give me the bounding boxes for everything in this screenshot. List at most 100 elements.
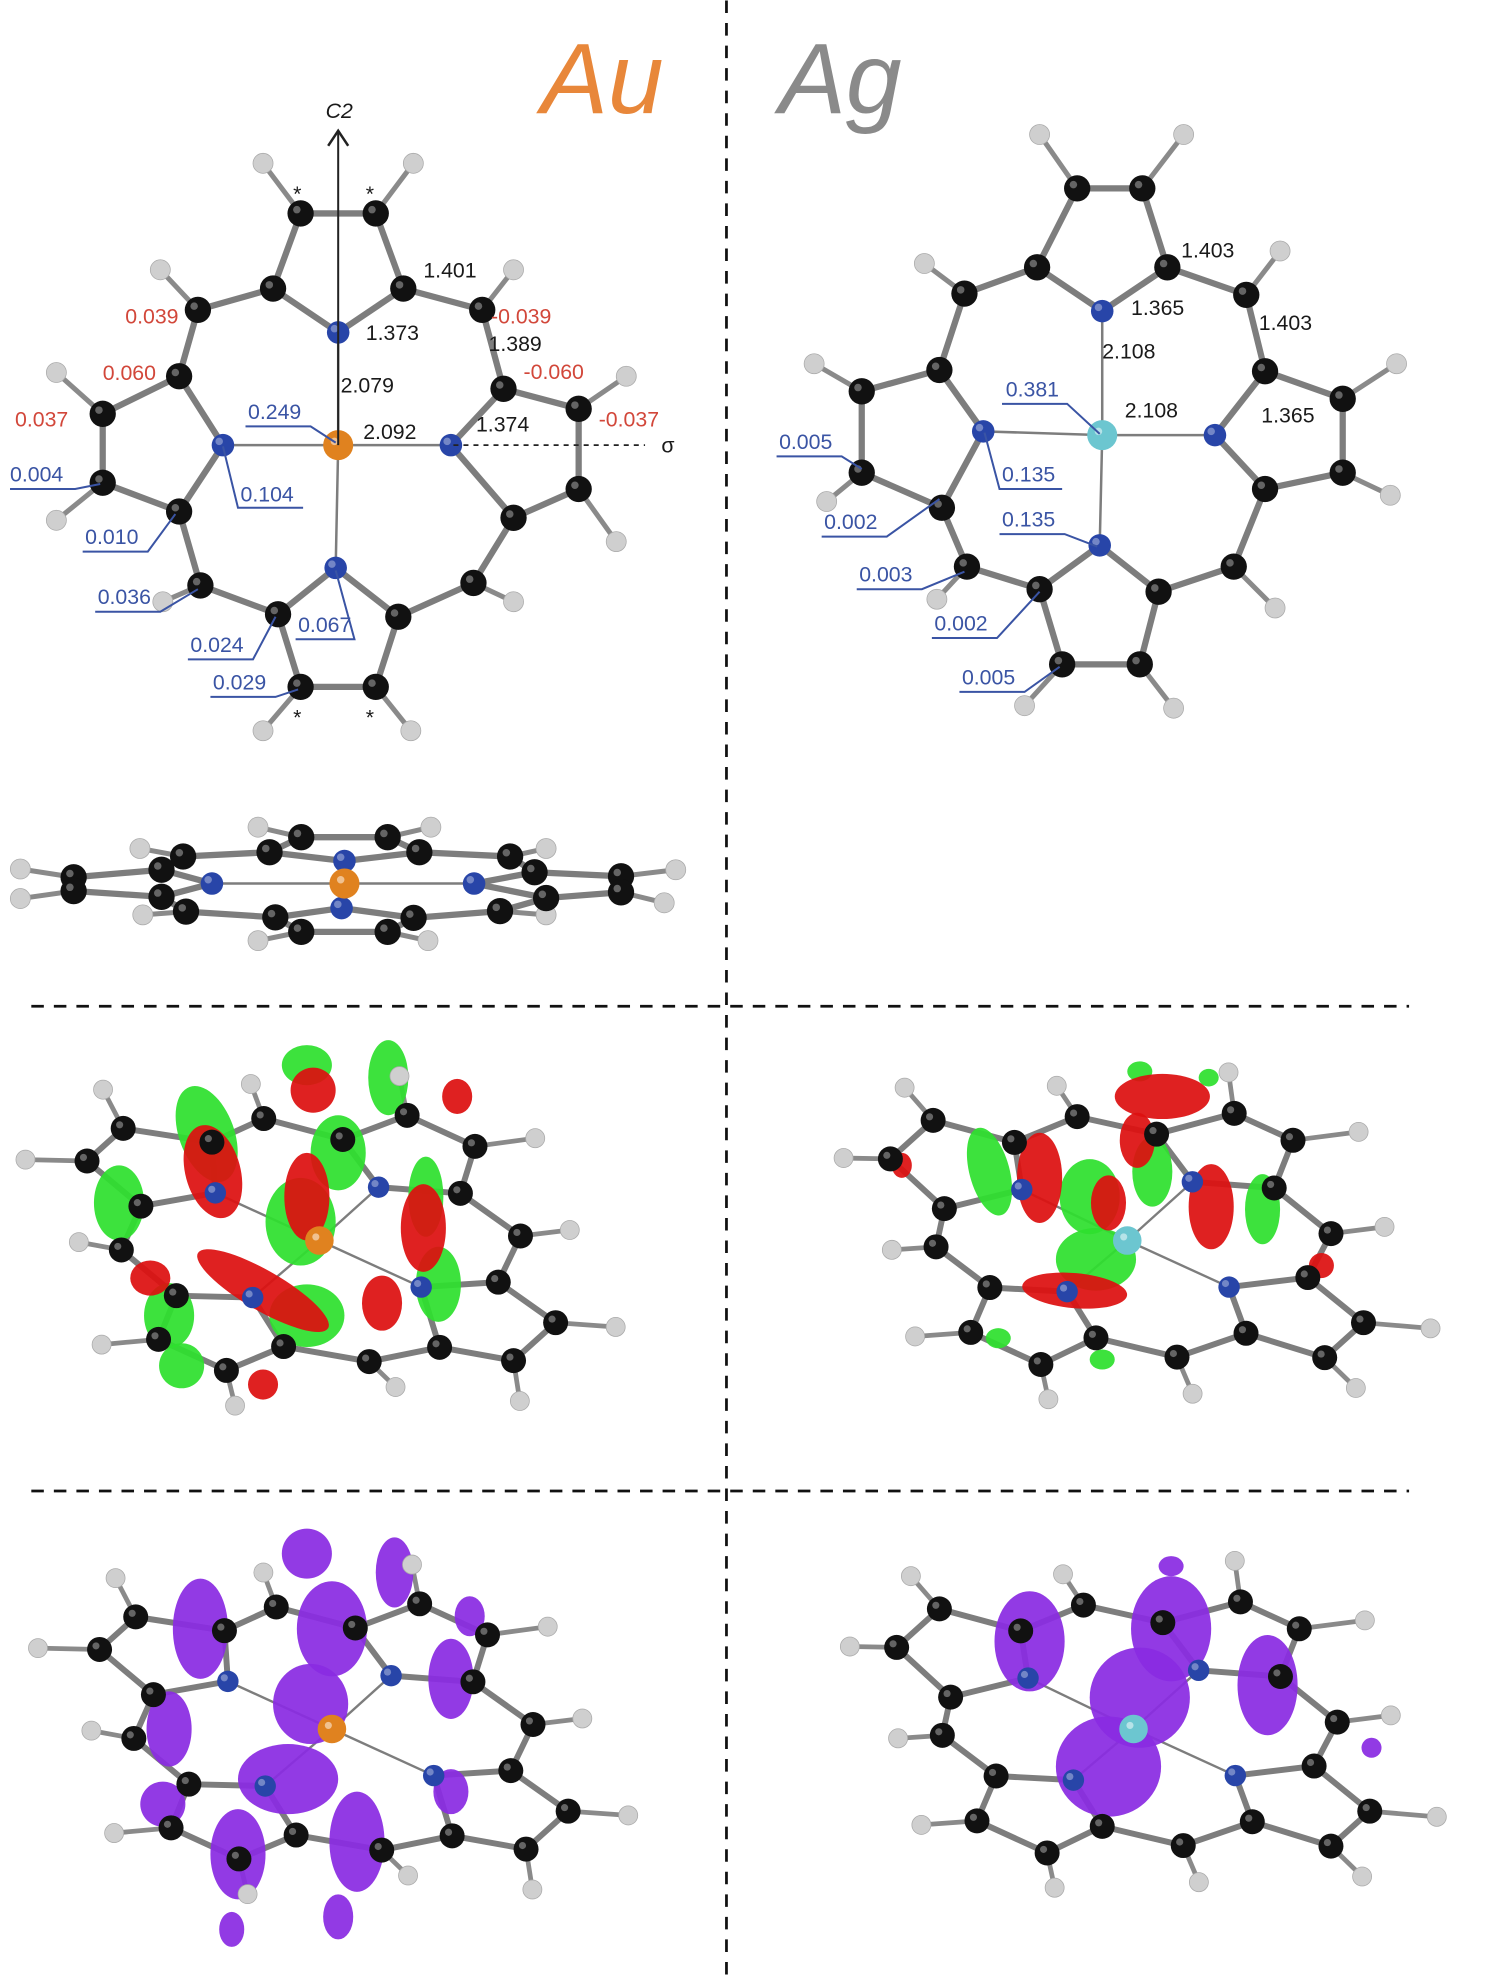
atom-highlight bbox=[1069, 180, 1078, 189]
hydrogen-atom bbox=[1269, 240, 1291, 262]
atom-highlight bbox=[480, 1627, 488, 1635]
atom-highlight bbox=[1285, 1133, 1294, 1141]
spin-label: 0.010 bbox=[85, 525, 138, 549]
asterisk: * bbox=[293, 182, 301, 206]
atom-highlight bbox=[1233, 1594, 1241, 1602]
atom-highlight bbox=[368, 205, 376, 214]
nitrogen-atom bbox=[217, 1670, 239, 1693]
atom-highlight bbox=[269, 1599, 277, 1608]
carbon-atom bbox=[362, 673, 389, 701]
atom-highlight bbox=[1060, 1284, 1068, 1292]
carbon-atom bbox=[1154, 254, 1181, 281]
carbon-atom bbox=[565, 475, 592, 503]
carbon-atom bbox=[958, 1319, 984, 1345]
atom-highlight bbox=[1323, 1226, 1331, 1234]
carbon-atom bbox=[923, 1234, 949, 1260]
carbon-atom bbox=[146, 1326, 172, 1352]
atom-highlight bbox=[95, 475, 103, 483]
nitrogen-atom bbox=[1187, 1659, 1210, 1682]
atom-highlight bbox=[513, 1228, 521, 1237]
carbon-atom bbox=[1329, 459, 1356, 486]
carbon-atom bbox=[140, 1682, 166, 1708]
carbon-atom bbox=[498, 1758, 524, 1784]
charge-label: -0.060 bbox=[524, 360, 584, 384]
atom-highlight bbox=[571, 481, 579, 489]
atom-highlight bbox=[256, 1111, 264, 1119]
atom-highlight bbox=[988, 1768, 997, 1777]
bond bbox=[531, 869, 625, 880]
spin-density-lobe-lobe bbox=[428, 1638, 474, 1719]
atom-highlight bbox=[548, 1315, 556, 1323]
atom-highlight bbox=[975, 423, 984, 432]
hydrogen-atom bbox=[615, 365, 637, 387]
c2-label: C2 bbox=[326, 99, 353, 123]
carbon-atom bbox=[1239, 1809, 1265, 1835]
carbon-atom bbox=[1023, 254, 1051, 281]
carbon-atom bbox=[259, 275, 287, 302]
atom-highlight bbox=[1007, 1135, 1015, 1143]
carbon-atom bbox=[1126, 651, 1153, 678]
carbon-atom bbox=[263, 1594, 289, 1620]
carbon-atom bbox=[953, 553, 981, 580]
carbon-atom bbox=[110, 1115, 136, 1141]
bond-length: 2.108 bbox=[1102, 340, 1155, 364]
carbon-atom bbox=[176, 1771, 202, 1797]
carbon-atom bbox=[929, 1722, 955, 1748]
carbon-atom bbox=[926, 356, 953, 384]
carbon-atom bbox=[507, 1223, 533, 1249]
carbon-atom bbox=[213, 1357, 239, 1383]
carbon-atom bbox=[1357, 1798, 1383, 1824]
spin-label: 0.003 bbox=[859, 563, 912, 587]
spin-density-lobe-lobe bbox=[1158, 1556, 1184, 1577]
carbon-atom bbox=[439, 1823, 465, 1849]
metal-atom bbox=[329, 868, 360, 899]
au-orbital-view bbox=[15, 1040, 626, 1416]
carbon-atom bbox=[1301, 1753, 1327, 1779]
carbon-atom bbox=[1233, 281, 1260, 308]
hydrogen-atom bbox=[1173, 124, 1195, 145]
bond bbox=[1230, 485, 1269, 570]
bond bbox=[1232, 1763, 1318, 1779]
au-annotations: C2 σ * * * * 1.401 1.373 1.389 2.079 2.0… bbox=[10, 99, 674, 729]
carbon-atom bbox=[532, 884, 560, 912]
atom-highlight bbox=[959, 559, 967, 567]
hydrogen-atom bbox=[91, 1334, 112, 1355]
metal-atom bbox=[305, 1226, 334, 1255]
metal-n-bond bbox=[981, 430, 1104, 437]
atom-highlight bbox=[571, 401, 579, 409]
carbon-atom bbox=[1351, 1310, 1376, 1336]
atom-highlight bbox=[527, 864, 535, 873]
atom-highlight bbox=[1257, 481, 1266, 489]
carbon-atom bbox=[1144, 1121, 1170, 1147]
carbon-atom bbox=[400, 904, 427, 932]
atom-highlight bbox=[466, 876, 475, 884]
carbon-atom bbox=[543, 1310, 569, 1336]
carbon-atom bbox=[928, 494, 956, 521]
orbital-negative-lobe-lobe bbox=[183, 1125, 243, 1219]
hydrogen-atom bbox=[926, 588, 948, 610]
carbon-atom bbox=[964, 1808, 990, 1834]
atom-highlight bbox=[937, 1201, 945, 1209]
nitrogen-atom bbox=[1017, 1667, 1039, 1689]
carbon-atom bbox=[256, 839, 283, 866]
carbon-atom bbox=[513, 1836, 539, 1862]
spin-label: 0.029 bbox=[213, 670, 266, 694]
atom-highlight bbox=[163, 1820, 172, 1828]
spin-density-lobe-lobe bbox=[329, 1791, 385, 1892]
carbon-atom bbox=[1251, 358, 1279, 385]
atom-highlight bbox=[328, 560, 336, 568]
atom-highlight bbox=[854, 383, 862, 392]
hydrogen-atom bbox=[1420, 1318, 1441, 1339]
ag-top-view bbox=[803, 124, 1407, 719]
atom-highlight bbox=[613, 868, 622, 877]
atom-highlight bbox=[1330, 1714, 1338, 1723]
atom-highlight bbox=[1362, 1804, 1370, 1812]
spin-label: 0.024 bbox=[190, 633, 243, 657]
atom-highlight bbox=[414, 1279, 422, 1288]
hydrogen-atom bbox=[911, 1815, 932, 1835]
orbital-positive-lobe-lobe bbox=[93, 1165, 145, 1241]
atom-highlight bbox=[474, 302, 483, 310]
atom-highlight bbox=[503, 1763, 511, 1771]
carbon-atom bbox=[1145, 578, 1172, 605]
carbon-atom bbox=[287, 673, 314, 701]
